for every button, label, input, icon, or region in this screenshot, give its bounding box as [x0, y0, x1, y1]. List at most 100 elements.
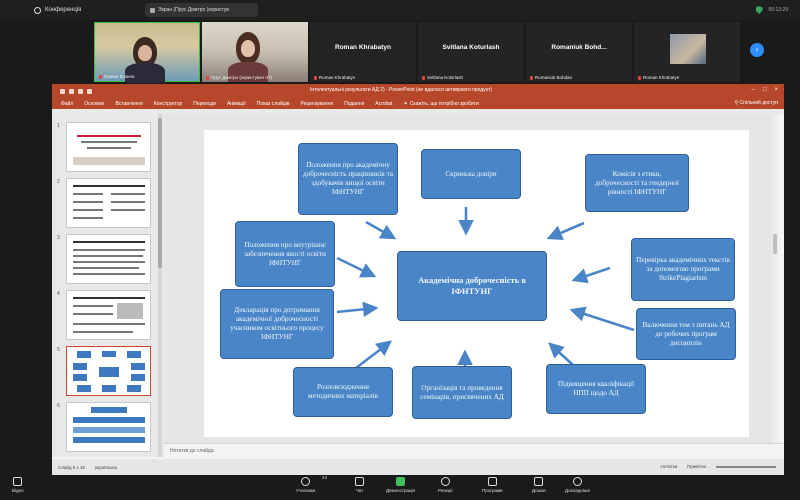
- participant-big-name: Svitlana Koturlash: [442, 44, 500, 51]
- box-komisiia-z-etyky[interactable]: Комісія з етики, доброчесності та гендер…: [585, 154, 689, 212]
- arrow-4: [336, 256, 377, 278]
- participant-face-skin: [138, 45, 152, 61]
- box-rozpovsiudzhennia[interactable]: Розповсюдження методичних матеріалів: [293, 367, 393, 417]
- participant-name-tile[interactable]: Roman Khrabatyn Roman Khrabatyn: [310, 22, 416, 82]
- participant-name: Svitlana Kotsrlash: [422, 75, 463, 80]
- arrow-5: [571, 266, 611, 284]
- language-indicator[interactable]: українська: [94, 464, 117, 470]
- more-dots-icon: [572, 477, 582, 486]
- notes-toggle[interactable]: Нотатки: [660, 464, 678, 469]
- quick-access-toolbar: [52, 88, 92, 94]
- participant-shoulders: [228, 62, 268, 82]
- participant-big-name: Romaniuk Bohd...: [551, 44, 607, 51]
- close-icon[interactable]: ×: [774, 87, 778, 93]
- share-button[interactable]: ⚲ Спільний доступ: [734, 100, 778, 106]
- box-skrynka-doviry[interactable]: Скринька довіри: [421, 149, 521, 199]
- apps-button[interactable]: Програми: [482, 477, 503, 493]
- slide-thumbnail[interactable]: 4: [57, 290, 151, 340]
- chat-bubble-icon: [355, 477, 364, 486]
- diagram-arrows: [336, 207, 635, 378]
- window-controls: – □ ×: [752, 87, 778, 93]
- comments-toggle[interactable]: Примітки: [687, 464, 706, 469]
- tab-file[interactable]: Файл: [61, 100, 74, 107]
- reactions-button[interactable]: Реакції: [438, 477, 453, 493]
- start-slideshow-icon[interactable]: [87, 88, 92, 94]
- whiteboards-button[interactable]: Дошки: [532, 477, 546, 493]
- participant-photo-tile[interactable]: Roman Khrabatyn: [634, 22, 740, 82]
- zoom-slider[interactable]: [716, 466, 776, 468]
- arrow-8: [355, 340, 393, 370]
- whiteboard-icon: [534, 477, 544, 486]
- undo-icon[interactable]: [69, 88, 74, 94]
- tab-design[interactable]: Конструктор: [153, 100, 183, 107]
- box-orhanizatsiia-seminariv[interactable]: Організація та проведення семінарів, при…: [412, 366, 512, 419]
- slide-thumbnail[interactable]: 6: [57, 402, 151, 452]
- tab-review[interactable]: Рецензування: [300, 100, 334, 107]
- slide-thumbnail[interactable]: 1: [57, 122, 151, 172]
- minimize-icon[interactable]: –: [751, 87, 755, 93]
- slide-thumbnail-active[interactable]: 5: [57, 346, 151, 396]
- maximize-icon[interactable]: □: [762, 87, 767, 93]
- box-deklaratsiia[interactable]: Декларація про дотримання академічної до…: [220, 289, 334, 359]
- box-polozhennia-vnutrishnie[interactable]: Положення про внутрішнє забезпечення яко…: [235, 221, 335, 287]
- screen-share-icon: [150, 7, 155, 13]
- slide-number: 1: [57, 123, 60, 129]
- share-screen-button[interactable]: Демонстрація: [386, 477, 415, 493]
- tab-transitions[interactable]: Переходи: [193, 100, 216, 107]
- box-pidvyshchennia-kvalifikatsii[interactable]: Підвищення кваліфікації НПП щодо АД: [546, 364, 646, 414]
- thumbnails-scrollbar[interactable]: [158, 114, 162, 457]
- slide-thumbnail[interactable]: 2: [57, 178, 151, 228]
- tab-acrobat[interactable]: Acrobat: [375, 100, 393, 107]
- participant-strip: Кузина Ксанна Прус Дмитро (користувач ІІ…: [0, 20, 800, 84]
- tab-slideshow[interactable]: Показ слайдів: [256, 100, 290, 107]
- tab-insert[interactable]: Вставлення: [115, 100, 143, 107]
- slide-vertical-scrollbar[interactable]: [772, 114, 778, 443]
- participants-button[interactable]: Учасники: [296, 477, 315, 493]
- slide-counter: Слайд 5 з 15: [58, 464, 85, 470]
- tab-home[interactable]: Основне: [84, 100, 105, 107]
- apps-grid-icon: [487, 477, 497, 486]
- mic-muted-icon: [638, 75, 641, 80]
- arrow-7: [569, 306, 635, 332]
- document-title: Інтелектуальні результати АД 2) - PowerP…: [310, 87, 492, 93]
- redo-icon[interactable]: [78, 88, 83, 94]
- participant-name: Кузина Ксанна: [99, 74, 135, 79]
- arrow-1: [365, 220, 397, 240]
- tell-me-placeholder: Скажіть, що потрібно зробити: [409, 100, 479, 107]
- next-page-button[interactable]: ›: [750, 43, 764, 57]
- slide-thumbnails-pane: 1 2 3: [52, 114, 164, 457]
- box-vkliuchennia-tem[interactable]: Включення тем з питань АД до робочих про…: [636, 308, 736, 360]
- mic-muted-icon: [206, 75, 209, 80]
- slide-number: 3: [57, 235, 60, 241]
- participant-video-tile[interactable]: Кузина Ксанна: [94, 22, 200, 83]
- tab-animations[interactable]: Анімації: [226, 100, 246, 107]
- person-icon: ⚲: [734, 100, 739, 106]
- box-perevirka-tekstiv[interactable]: Перевірка академічних текстів за допомог…: [631, 238, 735, 301]
- box-center-akademichna-dobrochesnist[interactable]: Академічна доброчесність в ІФНТУНГ: [397, 251, 547, 321]
- participant-big-name: Roman Khrabatyn: [335, 44, 391, 51]
- more-button[interactable]: Докладніше: [565, 477, 590, 493]
- slide-thumbnail[interactable]: 3: [57, 234, 151, 284]
- participant-name: Roman Khrabatyn: [638, 75, 679, 80]
- box-polozhennia-akademichna[interactable]: Положення про академічну доброчесність п…: [298, 143, 398, 215]
- participant-video-tile[interactable]: Прус Дмитро (користувач ІІТ): [202, 22, 308, 82]
- video-button[interactable]: Відео: [12, 477, 24, 493]
- slide-number: 4: [57, 291, 60, 297]
- arrow-6: [336, 301, 379, 318]
- tab-view[interactable]: Подання: [344, 100, 365, 107]
- mic-muted-icon: [314, 75, 317, 80]
- screen-share-tab[interactable]: Экран (Прус Дмитро (користув: [145, 3, 258, 17]
- participant-name-tile[interactable]: Svitlana Koturlash Svitlana Kotsrlash: [418, 22, 524, 82]
- notes-pane[interactable]: Нотатки до слайда: [164, 443, 784, 457]
- mic-muted-icon: [530, 75, 533, 80]
- tell-me-search[interactable]: ✦ Скажіть, що потрібно зробити: [404, 101, 479, 107]
- share-label: Спільний доступ: [739, 100, 778, 106]
- screen-share-tab-label: Экран (Прус Дмитро (користув: [158, 7, 229, 13]
- zoom-logo-icon: [34, 6, 41, 14]
- current-slide[interactable]: Положення про академічну доброчесність п…: [204, 130, 749, 437]
- chat-button[interactable]: Чат: [355, 477, 364, 493]
- participant-name-tile[interactable]: Romaniuk Bohd... Romaniuk Bohdan: [526, 22, 632, 82]
- save-icon[interactable]: [60, 88, 65, 94]
- security-shield-icon[interactable]: [755, 6, 763, 14]
- participant-face-skin: [241, 40, 255, 57]
